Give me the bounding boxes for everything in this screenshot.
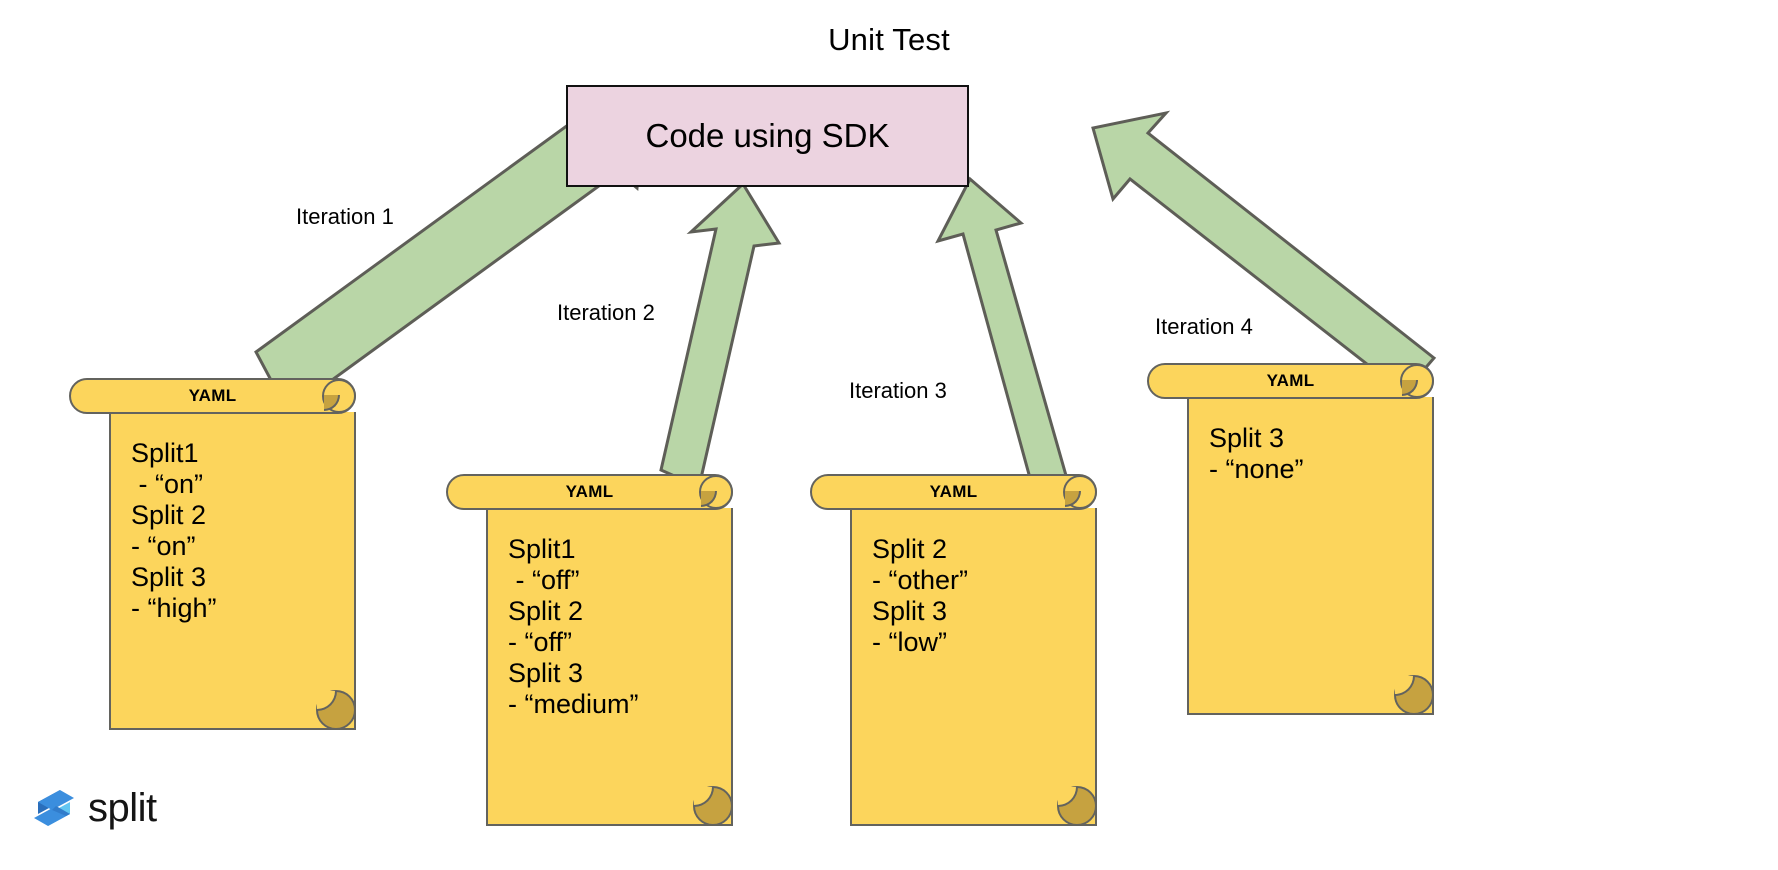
yaml-scroll-3-body [850,508,1097,826]
yaml-scroll-4-top-curl-icon [1400,364,1434,398]
yaml-scroll-2-header: YAML [446,474,733,510]
yaml-scroll-3-header-label: YAML [929,482,978,501]
split-chevron-logo-icon [34,790,74,826]
yaml-scroll-1-header-label: YAML [188,386,237,405]
yaml-scroll-2-text: Split1 - “off” Split 2 - “off” Split 3 -… [508,534,639,719]
yaml-scroll-4-text: Split 3 - “none” [1209,423,1304,484]
yaml-scroll-3[interactable]: YAML Split 2 - “other” Split 3 - “low” [810,474,1140,844]
yaml-scroll-2-body [486,508,733,826]
split-logo-wordmark: split [88,786,157,830]
yaml-scroll-4-header-label: YAML [1266,371,1315,390]
yaml-scroll-2-header-label: YAML [565,482,614,501]
split-logo: split [30,784,157,832]
yaml-scroll-1-top-curl-icon [322,379,356,413]
yaml-scroll-1-header: YAML [69,378,356,414]
yaml-scroll-3-header: YAML [810,474,1097,510]
yaml-scroll-4-bottom-curl-icon [1394,675,1434,715]
code-using-sdk-label: Code using SDK [645,117,890,154]
yaml-scroll-3-top-curl-icon [1063,475,1097,509]
yaml-scroll-2-top-curl-icon [699,475,733,509]
yaml-scroll-4[interactable]: YAML Split 3 - “none” [1147,363,1477,733]
arrow-label-iteration-3: Iteration 3 [849,378,947,403]
page-title: Unit Test [828,22,950,57]
yaml-scroll-3-bottom-curl-icon [1057,786,1097,826]
arrow-label-iteration-4: Iteration 4 [1155,314,1253,339]
arrow-iteration-3 [935,176,1069,491]
code-using-sdk-node[interactable]: Code using SDK [566,85,969,187]
yaml-scroll-1-bottom-curl-icon [316,690,356,730]
arrow-label-iteration-2: Iteration 2 [557,300,655,325]
arrow-iteration-4 [1091,110,1437,396]
yaml-scroll-1[interactable]: YAML Split1 - “on” Split 2 - “on” Split … [69,378,399,748]
yaml-scroll-4-body [1187,397,1434,715]
yaml-scroll-1-body [109,412,356,730]
yaml-scroll-1-text: Split1 - “on” Split 2 - “on” Split 3 - “… [131,438,217,623]
arrow-label-iteration-1: Iteration 1 [296,204,394,229]
yaml-scroll-2-bottom-curl-icon [693,786,733,826]
yaml-scroll-2[interactable]: YAML Split1 - “off” Split 2 - “off” Spli… [446,474,776,844]
yaml-scroll-3-text: Split 2 - “other” Split 3 - “low” [872,534,969,657]
arrow-iteration-2 [659,181,782,490]
yaml-scroll-4-header: YAML [1147,363,1434,399]
